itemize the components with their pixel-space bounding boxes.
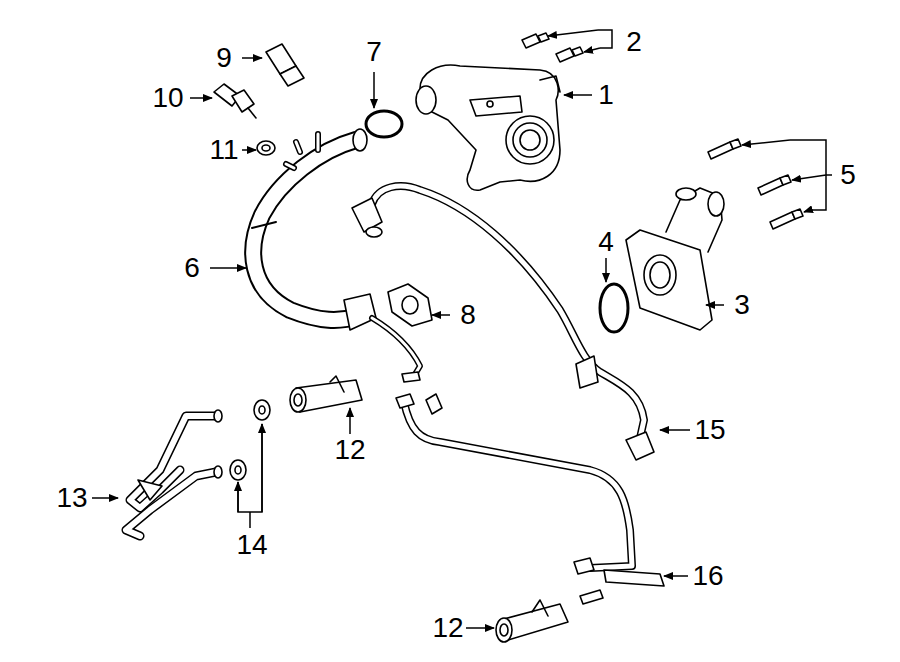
callout-number: 16 (691, 561, 724, 591)
leader-lines (92, 30, 832, 628)
callout-number: 8 (459, 300, 477, 330)
callout-number: 10 (151, 83, 184, 113)
washer-14-hole (235, 466, 241, 474)
thermostat-housing-3 (626, 188, 724, 330)
callout-number: 2 (625, 27, 643, 57)
callout-number: 13 (55, 483, 88, 513)
hose-6 (252, 129, 420, 382)
washer-14-hole (259, 406, 265, 414)
callout-number: 6 (183, 253, 201, 283)
callout-number: 14 (235, 530, 268, 560)
washer-11-hole (262, 145, 270, 151)
washer-14 (230, 460, 246, 480)
callout-number: 15 (693, 415, 726, 445)
gasket-8 (388, 284, 432, 326)
tube-16 (396, 394, 664, 604)
callout-number: 12 (333, 435, 366, 465)
callout-number: 9 (215, 43, 233, 73)
seal-4 (600, 284, 628, 332)
callout-number: 3 (733, 290, 751, 320)
callout-number: 1 (597, 80, 615, 110)
pipe-12-upper (290, 376, 362, 412)
callout-number: 7 (365, 37, 383, 67)
callout-number: 12 (431, 613, 464, 643)
tubes-13 (126, 410, 222, 536)
tube-15 (352, 186, 654, 460)
washer-14 (254, 400, 270, 420)
parts (126, 33, 803, 642)
sensor-10 (214, 84, 256, 118)
sensor-9 (266, 44, 304, 86)
washer-11 (257, 141, 275, 155)
callout-number: 4 (597, 227, 615, 257)
bolts-2 (522, 33, 583, 62)
callout-number: 5 (839, 160, 857, 190)
o-ring-7 (366, 111, 402, 137)
pipe-12-lower (496, 600, 568, 642)
water-pump-1 (416, 65, 560, 190)
callout-number: 11 (208, 135, 239, 165)
